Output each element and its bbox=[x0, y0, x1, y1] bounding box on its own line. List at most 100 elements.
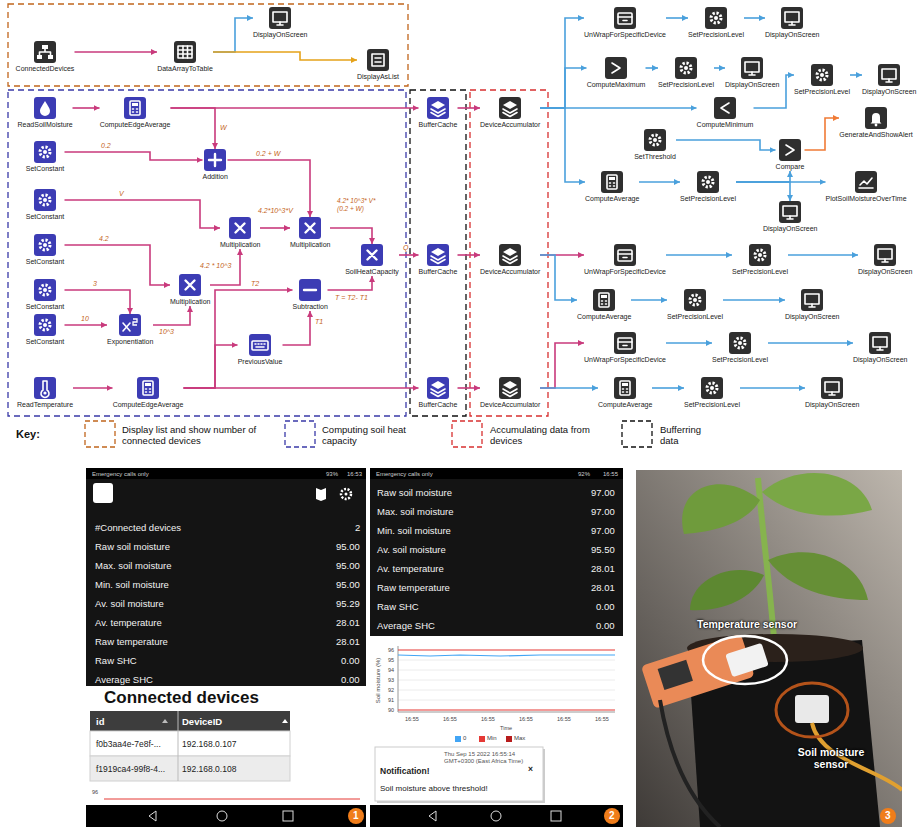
edge-label: 0.2 bbox=[100, 142, 112, 150]
node-icon bbox=[229, 217, 251, 239]
node-icon bbox=[825, 382, 839, 392]
flow-node: Exponentiation bbox=[107, 314, 153, 346]
connector bbox=[768, 342, 853, 344]
node-label: SetConstant bbox=[26, 165, 65, 173]
node-label: DisplayOnScreen bbox=[765, 31, 819, 39]
node-label: DataArrayToTable bbox=[157, 65, 213, 73]
flow-node: Compare bbox=[776, 139, 805, 171]
text-label: 97.00 bbox=[591, 506, 615, 517]
group-frame bbox=[8, 90, 406, 416]
connector bbox=[631, 299, 667, 301]
phone-screen bbox=[90, 711, 290, 731]
node-icon bbox=[809, 304, 815, 307]
node-icon bbox=[711, 13, 721, 23]
node-icon bbox=[714, 97, 736, 119]
connector bbox=[73, 107, 100, 109]
node-icon bbox=[877, 347, 883, 350]
node-label: PreviousValue bbox=[238, 358, 283, 366]
node-icon bbox=[820, 73, 824, 77]
node-icon bbox=[119, 314, 141, 336]
node-label: DeviceAccumulator bbox=[480, 268, 540, 276]
node-icon bbox=[372, 54, 384, 66]
phone-screen bbox=[86, 468, 366, 827]
legend-sample bbox=[452, 421, 482, 447]
text-label: 0.00 bbox=[596, 601, 615, 612]
text-label: 28.01 bbox=[591, 563, 615, 574]
node-icon bbox=[499, 377, 521, 399]
node-icon bbox=[714, 97, 736, 119]
flow-node: SetConstant bbox=[26, 279, 65, 311]
node-icon bbox=[209, 154, 221, 166]
text-label: 16:55 bbox=[443, 716, 457, 723]
node-icon bbox=[427, 244, 449, 266]
text-label: 16:55 bbox=[405, 716, 419, 723]
text-label: Max bbox=[514, 735, 525, 742]
phone-screen bbox=[398, 660, 615, 700]
node-icon bbox=[738, 341, 742, 345]
flow-node: SetPrecisionLevel bbox=[667, 289, 723, 321]
node-icon bbox=[119, 314, 141, 336]
phone-screen bbox=[316, 488, 326, 501]
text-label: Emergency calls only bbox=[92, 471, 149, 478]
node-icon bbox=[431, 381, 445, 389]
connector bbox=[754, 75, 795, 108]
edge-label: 4.2* 10^3* V* (0.2 + W) bbox=[336, 197, 382, 213]
node-icon bbox=[269, 7, 291, 29]
node-icon bbox=[299, 279, 321, 301]
group-frame bbox=[410, 90, 466, 416]
connector bbox=[540, 387, 598, 389]
node-label: GenerateAndShowAlert bbox=[839, 131, 913, 139]
node-label: SetPrecisionLevel bbox=[688, 31, 744, 39]
node-icon bbox=[499, 377, 521, 399]
phone-screen bbox=[398, 660, 615, 661]
node-icon bbox=[143, 381, 153, 395]
connector bbox=[213, 18, 253, 52]
flow-node: DisplayOnScreen bbox=[725, 57, 779, 89]
flow-node: ComputeMaximum bbox=[587, 57, 646, 89]
node-label: SetConstant bbox=[26, 213, 65, 221]
connector bbox=[540, 255, 577, 300]
legend-sample bbox=[85, 421, 652, 447]
node-icon bbox=[697, 171, 719, 193]
phone-screen bbox=[479, 736, 485, 742]
connector bbox=[153, 306, 190, 325]
phone-screen bbox=[348, 808, 364, 824]
node-label: UnWrapForSpecificDevice bbox=[584, 268, 666, 276]
flow-node: Multiplication bbox=[290, 217, 330, 249]
flow-node: DisplayAsList bbox=[357, 49, 399, 81]
node-label: SetPrecisionLevel bbox=[712, 356, 768, 364]
node-icon bbox=[614, 244, 636, 266]
node-icon bbox=[123, 323, 130, 331]
node-label: PlotSoilMoistureOverTime bbox=[826, 195, 907, 203]
node-icon bbox=[786, 145, 794, 155]
node-icon bbox=[644, 129, 666, 151]
flow-node: ComputeAverage bbox=[598, 377, 652, 409]
node-icon bbox=[34, 377, 56, 399]
node-icon bbox=[821, 377, 843, 399]
node-icon bbox=[204, 149, 226, 171]
node-icon bbox=[306, 224, 315, 233]
phone-screen bbox=[341, 489, 351, 499]
node-icon bbox=[34, 189, 56, 211]
node-icon bbox=[714, 16, 718, 20]
edge-label: 4.2 * 10^3 bbox=[199, 262, 232, 270]
phone-screen bbox=[283, 811, 293, 821]
text-label: 0.00 bbox=[341, 674, 360, 685]
node-icon bbox=[618, 342, 632, 346]
text-label: f1919ca4-99f8-4... bbox=[96, 764, 165, 774]
edge-label: 0.2 + W bbox=[255, 150, 281, 158]
flow-node: SetPrecisionLevel bbox=[712, 332, 768, 364]
text-label: 2 bbox=[609, 810, 615, 822]
node-icon bbox=[34, 141, 56, 163]
node-icon bbox=[499, 244, 521, 266]
flow-node: BufferCache bbox=[419, 377, 458, 409]
connector bbox=[736, 182, 790, 201]
legend-text: Accumulating data from devices bbox=[490, 424, 600, 446]
connector bbox=[330, 228, 372, 244]
connector bbox=[328, 276, 373, 290]
node-icon bbox=[249, 334, 271, 356]
node-icon bbox=[124, 97, 146, 119]
node-icon bbox=[503, 109, 517, 117]
phone-screen bbox=[104, 799, 360, 800]
